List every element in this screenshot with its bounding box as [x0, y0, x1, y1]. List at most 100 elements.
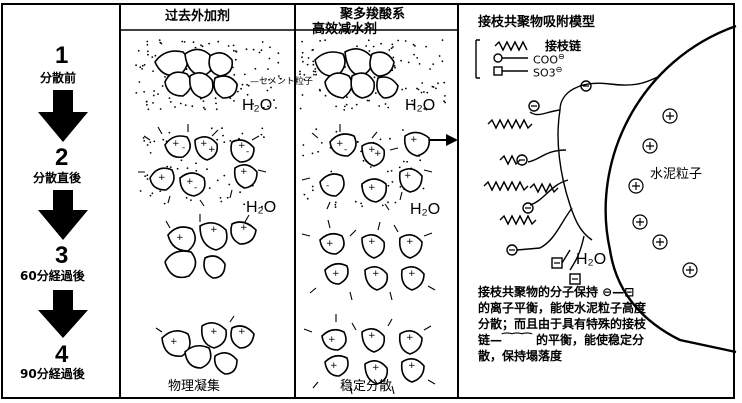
water-dot — [306, 63, 309, 66]
water-dot — [258, 51, 261, 54]
water-dot — [141, 68, 144, 70]
water-dot — [159, 190, 162, 193]
graft-chain-icon — [494, 40, 528, 52]
graft-chain-icon — [487, 118, 533, 130]
water-dot — [179, 102, 182, 105]
water-dot — [262, 106, 265, 109]
model-note: 接枝共聚物的分子保持 ⊖—⊟ 的离子平衡，能使水泥粒子高度 分散；而且由于具有特… — [478, 284, 728, 364]
charge-sign: + — [328, 335, 336, 345]
water-dot — [268, 78, 270, 81]
water-dot — [233, 74, 236, 76]
graft-chain-icon — [499, 154, 521, 166]
water-dot — [147, 108, 150, 111]
water-dot — [390, 170, 393, 172]
step-4-label: 90分経過後 — [20, 367, 85, 381]
water-dot — [419, 159, 422, 162]
charge-sign: + — [158, 173, 166, 183]
water-dot — [390, 47, 393, 50]
water-dot — [220, 200, 223, 203]
water-dot — [153, 140, 156, 143]
water-dot — [216, 138, 219, 141]
water-dot — [402, 160, 405, 163]
water-dot — [362, 159, 365, 162]
step-2-label: 分散直後 — [33, 171, 82, 185]
water-dot — [206, 168, 208, 171]
down-arrow-icon — [38, 90, 88, 142]
water-dot — [241, 132, 244, 135]
water-dot — [146, 40, 149, 43]
water-dot — [158, 39, 161, 41]
charge-sign: + — [210, 327, 218, 337]
water-dot — [299, 70, 301, 73]
water-dot — [252, 48, 255, 51]
water-dot — [392, 56, 395, 59]
water-dot — [164, 76, 166, 78]
water-dot — [149, 141, 152, 144]
h2o-label: H₂O — [410, 201, 441, 218]
water-dot — [149, 194, 152, 197]
water-dot — [312, 60, 315, 63]
water-dot — [416, 57, 419, 59]
water-dot — [429, 68, 431, 70]
water-dot — [146, 178, 149, 180]
legend-graft-chain: 接枝链 — [545, 39, 582, 53]
water-dot — [174, 106, 176, 108]
water-dot — [392, 46, 394, 48]
water-dot — [201, 45, 204, 48]
water-dot — [245, 48, 248, 51]
water-dot — [238, 137, 240, 140]
water-dot — [135, 92, 138, 94]
water-dot — [380, 42, 382, 45]
water-dot — [387, 184, 390, 187]
water-dot — [137, 49, 140, 52]
step-1-label: 分散前 — [40, 71, 77, 85]
cement-particles — [149, 48, 431, 385]
water-dot — [261, 127, 264, 130]
water-dot — [354, 200, 357, 203]
water-dot — [168, 131, 171, 134]
water-dot — [215, 102, 217, 105]
water-dot — [299, 107, 302, 110]
water-dot — [180, 159, 183, 162]
water-dot — [404, 40, 407, 42]
water-dot — [142, 137, 145, 139]
water-dot — [147, 53, 149, 56]
water-dot — [261, 41, 264, 43]
charge-sign: - — [326, 181, 329, 191]
water-dot — [135, 64, 138, 67]
water-dot — [303, 73, 306, 76]
cement-particle-cn-label: 水泥粒子 — [650, 167, 703, 182]
water-dot — [307, 57, 310, 59]
water-dot — [222, 134, 224, 137]
water-dot — [152, 102, 154, 104]
charge-sign: - — [194, 183, 197, 193]
h2o-label: H₂O — [576, 251, 607, 268]
water-dot — [143, 140, 146, 142]
graft-chain-icon — [529, 182, 559, 194]
note-line: 散，保持塌落度 — [478, 349, 563, 363]
water-dot — [441, 39, 444, 41]
water-dot — [394, 66, 396, 69]
water-dot — [154, 54, 157, 57]
legend-coo: COO⊖ — [533, 52, 565, 67]
charge-sign: + — [404, 171, 412, 181]
water-dot — [414, 45, 416, 47]
note-line: 分散；而且由于具有特殊的接枝 — [478, 317, 647, 331]
water-dot — [320, 142, 323, 144]
water-dot — [149, 152, 152, 154]
legend-so3: SO3⊖ — [533, 65, 563, 80]
note-line: 的离子平衡，能使水泥粒子高度 — [478, 301, 647, 315]
water-dot — [324, 94, 327, 97]
water-dot — [416, 87, 418, 90]
water-dot — [356, 141, 359, 144]
water-dot — [361, 205, 363, 208]
charge-sign: - — [344, 145, 347, 155]
down-arrow-icon — [38, 290, 88, 338]
water-dot — [397, 39, 400, 42]
water-dot — [239, 191, 242, 194]
cement-surface — [604, 24, 737, 354]
water-dot — [301, 51, 304, 54]
water-dot — [423, 91, 425, 93]
charge-sign: + — [170, 337, 178, 347]
water-dot — [311, 152, 314, 155]
